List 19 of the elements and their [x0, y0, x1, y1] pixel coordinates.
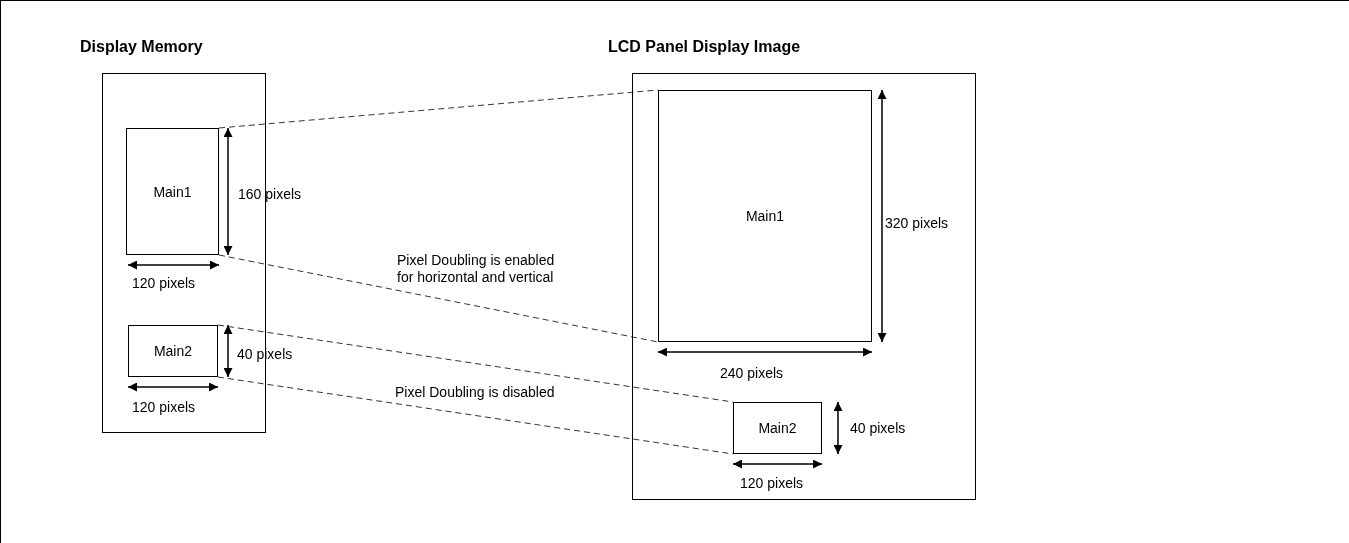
dimension-label: 120 pixels: [740, 475, 804, 492]
dimension-label: 120 pixels: [132, 399, 196, 416]
projection-line: [218, 89, 659, 129]
dimension-label: 40 pixels: [850, 420, 906, 437]
memory-block: Main2: [128, 325, 218, 377]
memory-block: Main2: [733, 402, 822, 454]
annotation-text: Pixel Doubling is enabled for horizontal and vertical: [397, 252, 556, 286]
projection-line: [217, 324, 734, 403]
dimension-label: 160 pixels: [238, 186, 302, 203]
memory-block: Main1: [126, 128, 219, 255]
annotation-text: Pixel Doubling is disabled: [395, 384, 555, 401]
dimension-label: 320 pixels: [885, 215, 949, 232]
projection-line: [217, 376, 734, 455]
dimension-label: 240 pixels: [720, 365, 784, 382]
dimension-label: 120 pixels: [132, 275, 196, 292]
projection-line: [218, 254, 659, 343]
panel-heading: LCD Panel Display Image: [608, 38, 801, 56]
memory-block: Main1: [658, 90, 872, 342]
panel-heading: Display Memory: [80, 38, 203, 56]
